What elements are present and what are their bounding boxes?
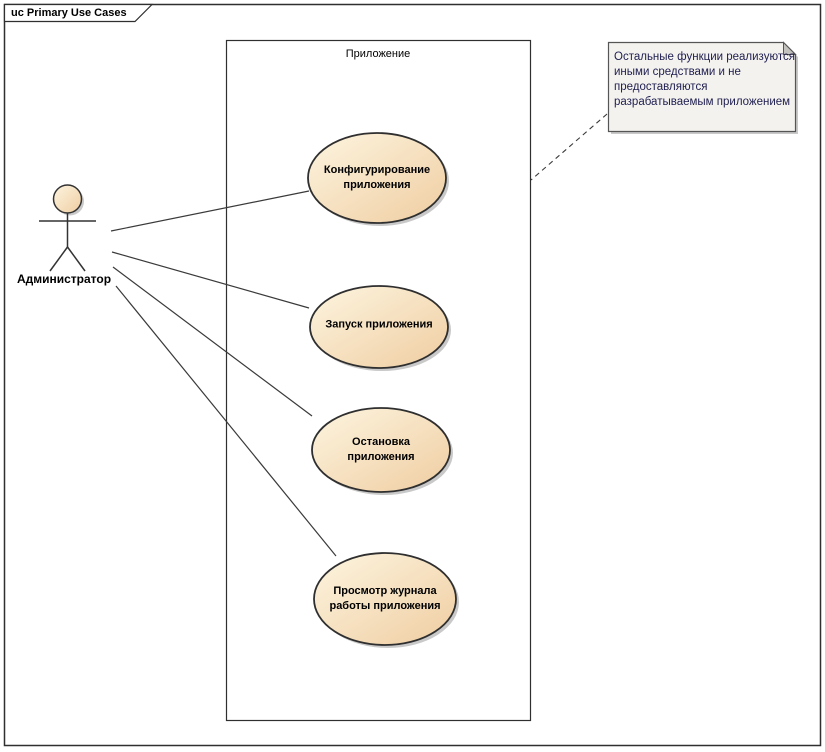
actor-left-leg [49,246,69,272]
note-fold-corner-icon [783,41,797,55]
usecase-configure-application[interactable] [307,132,449,226]
usecase-start-application[interactable] [309,285,451,371]
note-body [607,41,797,133]
actor-administrator[interactable] [39,184,96,272]
actor-head [52,184,83,214]
note-element[interactable] [607,41,799,135]
usecase-start-ellipse [309,285,449,369]
usecase-stop-application[interactable] [311,407,453,495]
usecase-view-log[interactable] [313,552,459,648]
association-actor-configure[interactable] [110,190,310,232]
usecase-configure-ellipse [307,132,447,224]
usecase-stop-ellipse [311,407,451,493]
association-actor-start[interactable] [111,251,310,309]
notelink-dashed-connector[interactable] [530,113,608,181]
diagram-frame-tab [3,3,154,23]
association-actor-stop[interactable] [112,266,313,417]
actor-right-leg [66,246,86,272]
association-actor-view-log[interactable] [115,285,337,557]
usecase-view-log-ellipse [313,552,457,646]
diagram-frame-border [3,3,822,747]
